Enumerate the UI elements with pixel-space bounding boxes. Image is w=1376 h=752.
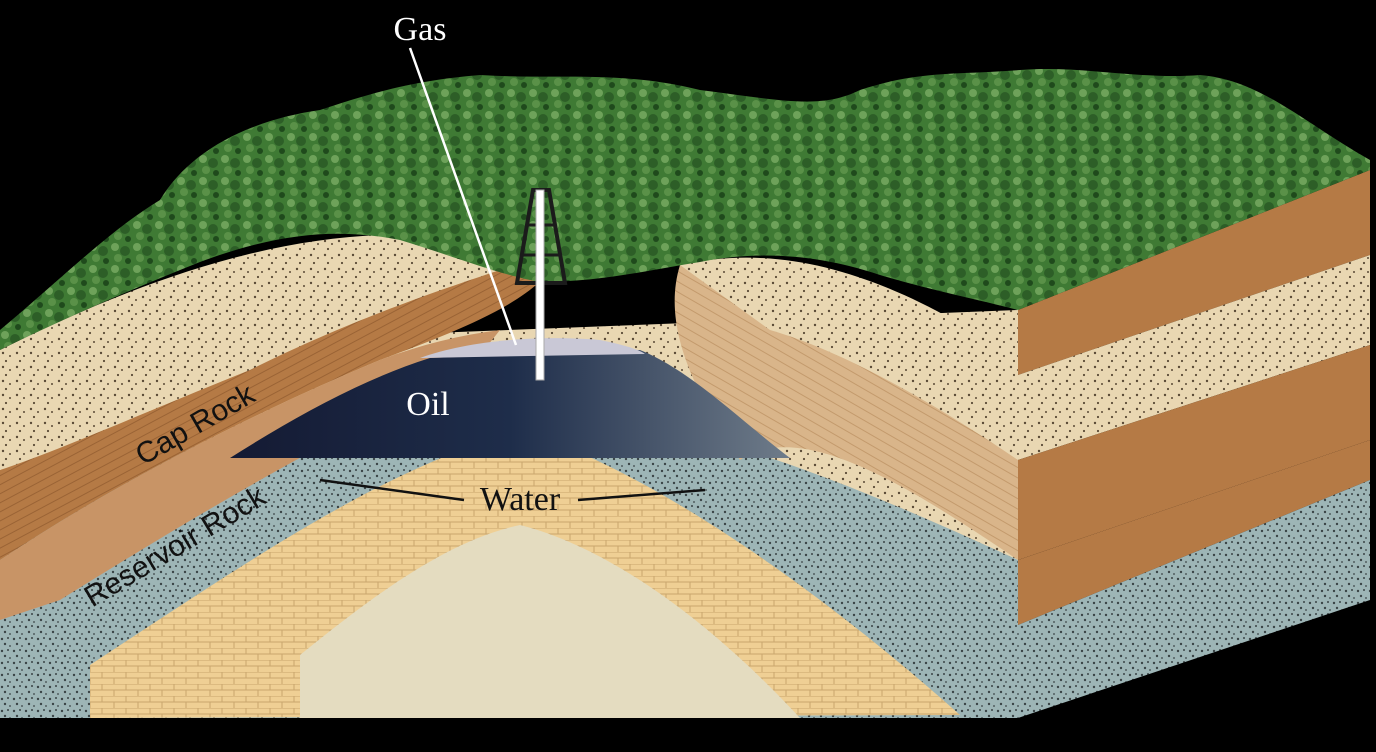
- vegetation-surface: [0, 68, 1370, 350]
- trap: [230, 338, 790, 458]
- front-face-layers: [0, 235, 1018, 718]
- water-leader-right: [577, 488, 706, 502]
- oil-pool: [230, 350, 790, 458]
- leader-lines: [319, 478, 706, 502]
- oil-label: Oil: [406, 386, 449, 423]
- water-leader-left: [319, 478, 465, 502]
- gas-leader: [408, 47, 518, 346]
- gas-label: Gas: [394, 11, 447, 48]
- block-side-face: [1018, 170, 1370, 718]
- water-label: Water: [480, 481, 561, 518]
- gas-cap: [420, 338, 645, 358]
- well-bore: [535, 189, 545, 381]
